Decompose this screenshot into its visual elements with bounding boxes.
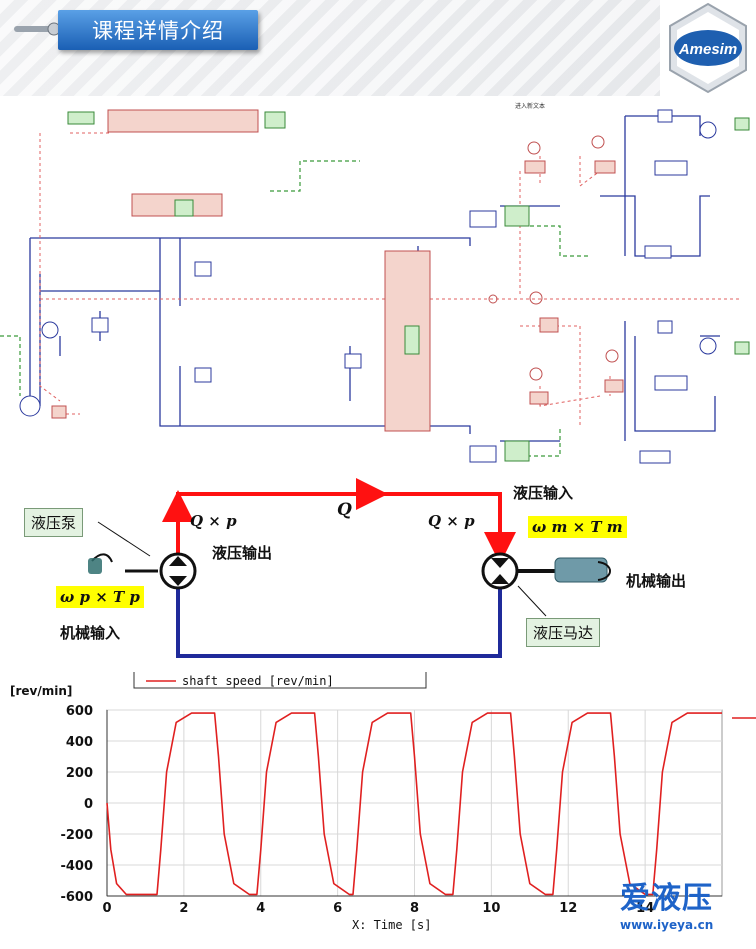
y-tick-label: 600 [66,704,93,719]
x-tick-label: 4 [256,901,265,916]
chart-grid [106,709,723,897]
y-tick-label: 400 [66,735,93,750]
logo-text: Amesim [678,41,737,58]
y-axis-label: [rev/min] [10,684,72,698]
x-tick-label: 14 [636,901,654,916]
motor-input-label: 液压输入 [513,484,574,502]
power-flow-diagram: 液压泵 Q × p 液压输出 Q 液压输入 Q × p ω m × T m 机械… [0,466,756,666]
amesim-logo: Amesim [660,0,756,96]
y-tick-label: -600 [60,890,93,905]
mechanical-input-label: 机械输入 [60,624,121,642]
chart-axes: 0 2 4 6 8 10 12 14 600 400 200 0 -200 -400 -600 [60,704,722,916]
pump-label: 液压泵 [24,508,84,537]
pump-torque-formula: ω p × T p [56,586,144,608]
watermark-logo: 爱液压 www.iyeya.cn [620,882,752,938]
x-tick-label: 10 [482,901,500,916]
y-tick-label: -400 [60,859,93,874]
motor-flow-formula: Q × p [428,512,475,530]
y-tick-label: -200 [60,828,93,843]
flow-q-label: Q [337,500,352,520]
watermark-brand: 爱液压 [620,881,713,916]
series-line-shaft-speed [106,712,722,896]
watermark-url: www.iyeya.cn [620,918,714,932]
schematic-note: 进入新文本 [515,102,545,110]
pump-output-label: 液压输出 [212,544,273,562]
chart-marks [106,712,722,896]
legend-label: shaft speed [rev/min] [182,674,334,688]
x-tick-label: 6 [333,901,342,916]
x-axis-label: X: Time [s] [352,918,431,932]
mechanical-output-label: 机械输出 [626,572,687,590]
x-tick-label: 2 [179,901,188,916]
page-title: 课程详情介绍 [58,10,258,50]
y-tick-label: 0 [84,797,93,812]
slide-header: 课程详情介绍 Amesim [0,0,756,96]
y-tick-label: 200 [66,766,93,781]
pump-flow-formula: Q × p [190,512,237,530]
x-tick-label: 0 [102,901,111,916]
motor-label: 液压马达 [526,618,601,647]
pin-icon [14,22,61,36]
chart-legend: shaft speed [rev/min] [133,672,427,689]
x-tick-label: 8 [410,901,419,916]
motor-torque-formula: ω m × T m [528,516,627,538]
shaft-speed-chart: 0 2 4 6 8 10 12 14 600 400 200 0 -200 -400 -600 shaft … [0,668,756,945]
x-tick-label: 12 [559,901,577,916]
amesim-schematic: 进入新文本 [0,96,756,466]
